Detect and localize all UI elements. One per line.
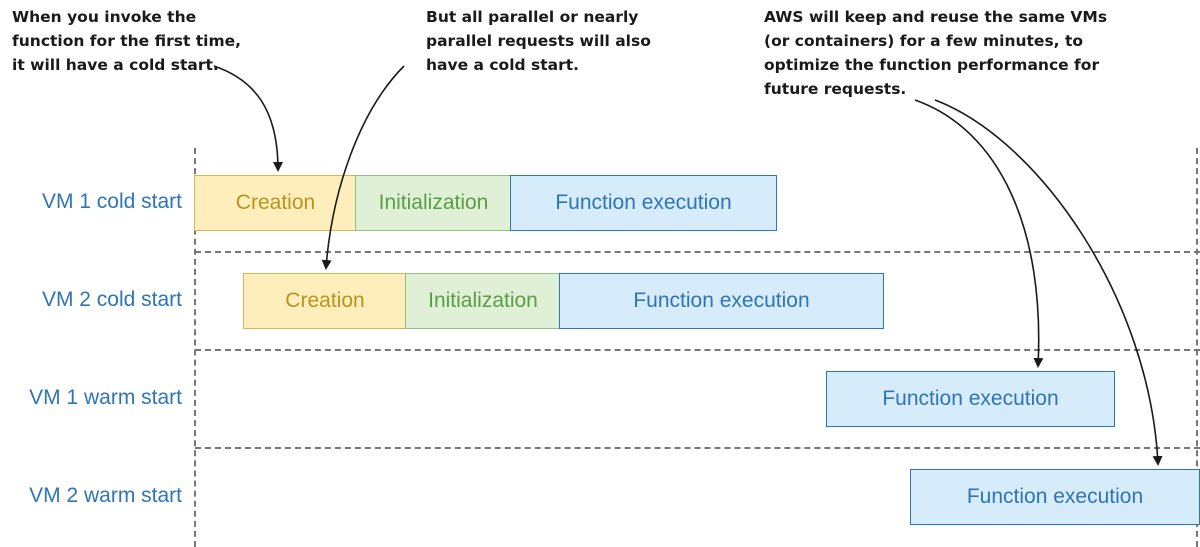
timeline-end-line	[1196, 148, 1198, 547]
arrow-to-vm1-creation	[213, 65, 283, 172]
callout-line: When you invoke the	[12, 8, 197, 26]
arrow-to-vm2-warm	[934, 99, 1163, 466]
row-label-vm1-warm: VM 1 warm start	[29, 386, 182, 409]
vm2-creation-box: Creation	[243, 273, 407, 329]
vm1-cold-execution-box: Function execution	[510, 175, 777, 231]
callout-vm-reuse: AWS will keep and reuse the same VMs (or…	[764, 5, 1107, 101]
row-label-vm1-cold: VM 1 cold start	[41, 190, 182, 213]
callout-line: have a cold start.	[426, 56, 580, 74]
vm1-initialization-box: Initialization	[355, 175, 512, 231]
row-divider	[195, 349, 1200, 351]
callout-line: parallel requests will also	[426, 32, 651, 50]
callout-line: it will have a cold start.	[12, 56, 219, 74]
callout-line: optimize the function performance for	[764, 56, 1100, 74]
arrow-to-vm2-creation	[321, 65, 405, 270]
vm2-initialization-box: Initialization	[405, 273, 561, 329]
row-label-vm2-cold: VM 2 cold start	[41, 288, 182, 311]
vm1-creation-box: Creation	[194, 175, 357, 231]
row-divider	[195, 447, 1200, 449]
callout-parallel-requests: But all parallel or nearly parallel requ…	[426, 5, 651, 77]
vm2-warm-execution-box: Function execution	[910, 469, 1200, 525]
vm1-warm-execution-box: Function execution	[826, 371, 1115, 427]
callout-line: (or containers) for a few minutes, to	[764, 32, 1084, 50]
callout-line: AWS will keep and reuse the same VMs	[764, 8, 1108, 26]
row-divider	[195, 251, 1200, 253]
row-label-vm2-warm: VM 2 warm start	[29, 484, 182, 507]
vm2-cold-execution-box: Function execution	[559, 273, 884, 329]
arrow-to-vm1-warm	[914, 99, 1044, 368]
callout-first-invocation: When you invoke the function for the fir…	[12, 5, 241, 77]
callout-line: function for the first time,	[12, 32, 242, 50]
timeline-start-line	[194, 148, 196, 547]
callout-line: But all parallel or nearly	[426, 8, 639, 26]
callout-line: future requests.	[764, 80, 907, 98]
